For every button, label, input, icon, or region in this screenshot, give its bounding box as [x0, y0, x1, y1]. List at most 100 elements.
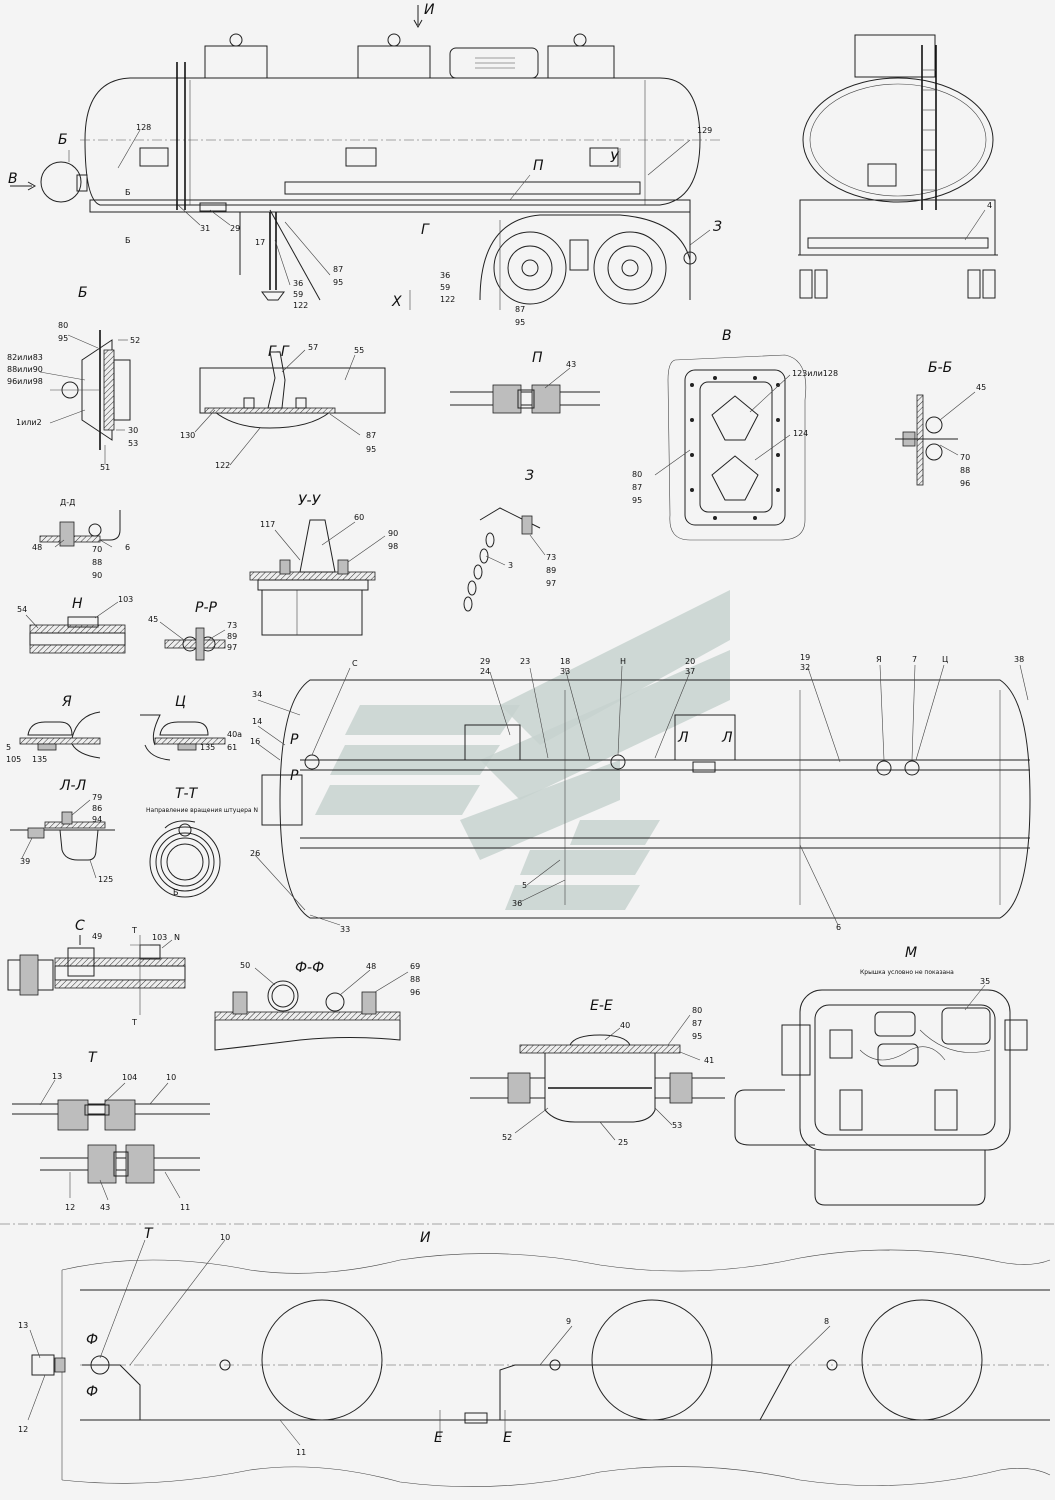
- callout: 59: [293, 290, 303, 299]
- section-title: Б-Б: [928, 360, 952, 376]
- section-title: П: [532, 350, 543, 366]
- callout: 130: [180, 431, 195, 440]
- callout: 122: [440, 295, 455, 304]
- rear-view: 4: [798, 34, 998, 299]
- callout: 80: [58, 321, 68, 330]
- callout: 50: [240, 961, 250, 970]
- callout: 24: [480, 667, 490, 676]
- callout: 128: [136, 123, 151, 132]
- section-I: И Т 10 13 Ф Ф: [0, 1223, 1055, 1487]
- callout: 124: [793, 429, 808, 438]
- callout: 12: [65, 1203, 75, 1212]
- section-TT: Т-Т Направление вращения штуцера N Б: [146, 786, 258, 898]
- callout: 29: [230, 224, 240, 233]
- callout: Н: [620, 657, 626, 666]
- arrow-label: У: [610, 150, 620, 166]
- callout: 88: [410, 975, 420, 984]
- callout: 13: [18, 1321, 28, 1330]
- callout: 98: [388, 542, 398, 551]
- callout: 35: [980, 977, 990, 986]
- callout: 36: [512, 899, 522, 908]
- callout: 90: [388, 529, 398, 538]
- callout: 73: [227, 621, 237, 630]
- callout: 129: [697, 126, 712, 135]
- callout: 17: [255, 238, 265, 247]
- arrow-label: Г: [421, 222, 430, 238]
- callout: 95: [58, 334, 68, 343]
- callout: 135: [200, 743, 215, 752]
- callout: 87: [515, 305, 525, 314]
- section-Z: З 3 73 89 97: [463, 468, 556, 612]
- callout: 29: [480, 657, 490, 666]
- section-Ya: Я 5 105 135: [6, 694, 101, 764]
- callout: 36: [293, 279, 303, 288]
- callout: 25: [618, 1138, 628, 1147]
- callout: Б: [125, 188, 131, 197]
- callout: 117: [260, 520, 275, 529]
- callout: 34: [252, 690, 262, 699]
- callout: 95: [366, 445, 376, 454]
- section-title: Н: [72, 596, 83, 612]
- callout: Т: [131, 926, 137, 935]
- arrow-label: П: [533, 158, 544, 174]
- section-title: Л-Л: [59, 778, 87, 794]
- callout: 45: [976, 383, 986, 392]
- callout: 23: [520, 657, 530, 666]
- callout: 8: [824, 1317, 829, 1326]
- section-DD: Д-Д 48 70 88 90 6: [32, 498, 130, 580]
- callout: 95: [515, 318, 525, 327]
- section-RR: Р-Р 45 73 89 97: [148, 600, 237, 661]
- section-T: Т 13 104 10 12 43 11: [12, 1050, 210, 1212]
- callout: 6: [836, 923, 841, 932]
- callout: Ц: [942, 655, 948, 664]
- section-title: Ф-Ф: [295, 960, 324, 976]
- callout: 96: [960, 479, 970, 488]
- callout: 94: [92, 815, 102, 824]
- callout: 57: [308, 343, 318, 352]
- callout: 3: [508, 561, 513, 570]
- section-title: У-У: [298, 493, 322, 509]
- callout: 89: [227, 632, 237, 641]
- callout: 18: [560, 657, 570, 666]
- callout: 31: [200, 224, 210, 233]
- section-title: Б: [78, 285, 88, 301]
- callout: 82или83: [7, 353, 43, 362]
- section-title: И: [420, 1230, 431, 1246]
- callout: С: [352, 659, 358, 668]
- callout: 40: [620, 1021, 630, 1030]
- callout: 97: [546, 579, 556, 588]
- callout: 96или98: [7, 377, 43, 386]
- callout: 97: [227, 643, 237, 652]
- section-V: В 123или128 124 80 87 95: [632, 328, 838, 541]
- callout: 103: [118, 595, 133, 604]
- section-LL: Л-Л 79 86 94 39 125: [10, 778, 115, 884]
- callout: 61: [227, 743, 237, 752]
- callout: 125: [98, 875, 113, 884]
- callout: 87: [692, 1019, 702, 1028]
- callout: 49: [92, 932, 102, 941]
- section-UU: У-У 117 60 90 98: [249, 493, 398, 636]
- callout: 13: [52, 1072, 62, 1081]
- callout: 10: [166, 1073, 176, 1082]
- section-B: Б 80 95 52 82или83 88или90 96или98 1или2…: [7, 285, 140, 472]
- callout: 96: [410, 988, 420, 997]
- callout: 6: [125, 543, 130, 552]
- callout: 52: [130, 336, 140, 345]
- callout: 48: [32, 543, 42, 552]
- section-GG: Г-Г 57 55 130 122 87 95: [180, 343, 386, 470]
- callout: 5: [522, 881, 527, 890]
- callout: 12: [18, 1425, 28, 1434]
- callout: 79: [92, 793, 102, 802]
- section-FF: Ф-Ф 50 48 69 88 96: [214, 960, 420, 1051]
- callout: Р: [290, 768, 299, 784]
- section-title: З: [525, 468, 534, 484]
- callout: 33: [340, 925, 350, 934]
- callout: 88: [92, 558, 102, 567]
- callout: 54: [17, 605, 27, 614]
- callout: 70: [960, 453, 970, 462]
- callout: Т: [131, 1018, 137, 1027]
- callout: 122: [293, 301, 308, 310]
- section-Ts: Ц 40а 135 61: [140, 694, 242, 761]
- section-title: Т: [88, 1050, 98, 1066]
